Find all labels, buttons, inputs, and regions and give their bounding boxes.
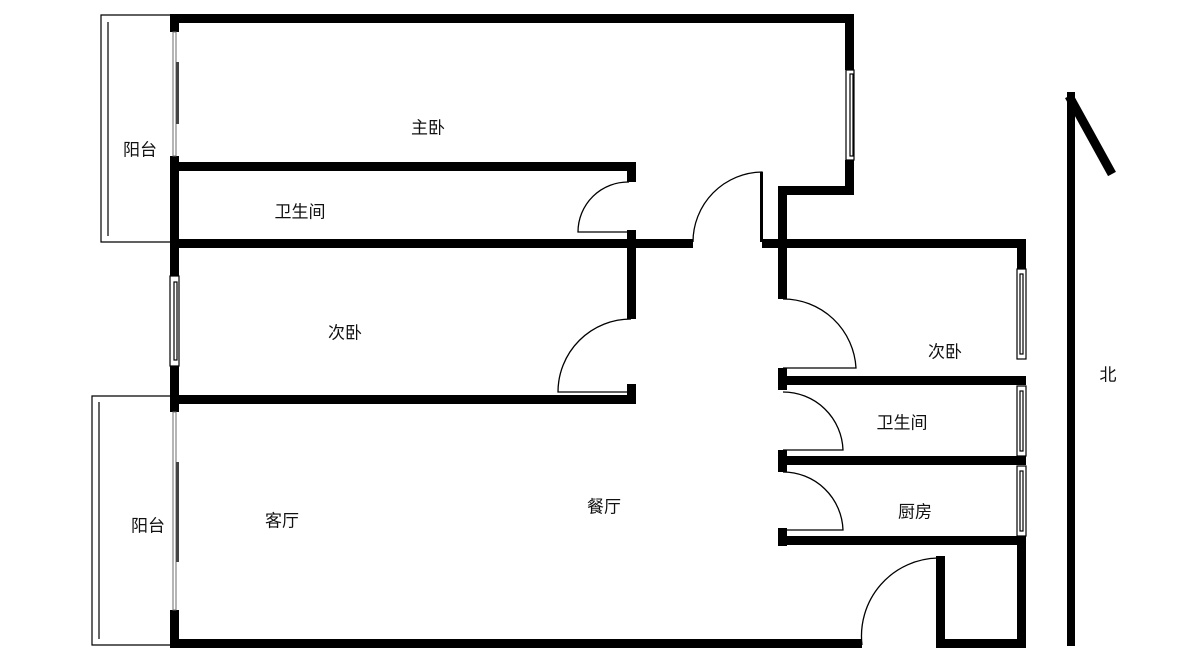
balcony-bottom-outline — [91, 395, 172, 646]
sliding-doors — [172, 31, 179, 611]
label-kitchen: 厨房 — [898, 502, 932, 523]
label-balcony-top: 阳台 — [123, 140, 157, 161]
label-dining-room: 餐厅 — [587, 497, 621, 518]
compass-north-label: 北 — [1099, 365, 1117, 386]
windows — [169, 69, 1027, 537]
walls — [170, 14, 1026, 648]
label-second-bedroom-right: 次卧 — [928, 342, 962, 363]
label-balcony-bottom: 阳台 — [131, 516, 165, 537]
label-master-bedroom: 主卧 — [411, 118, 445, 139]
label-second-bedroom-left: 次卧 — [328, 323, 362, 344]
label-living-room: 客厅 — [265, 511, 299, 532]
doors — [557, 171, 939, 646]
north-arrow-icon — [1065, 92, 1116, 646]
label-bathroom-top: 卫生间 — [274, 202, 326, 223]
balcony-top-outline — [100, 14, 172, 243]
label-bathroom-right: 卫生间 — [876, 413, 928, 434]
